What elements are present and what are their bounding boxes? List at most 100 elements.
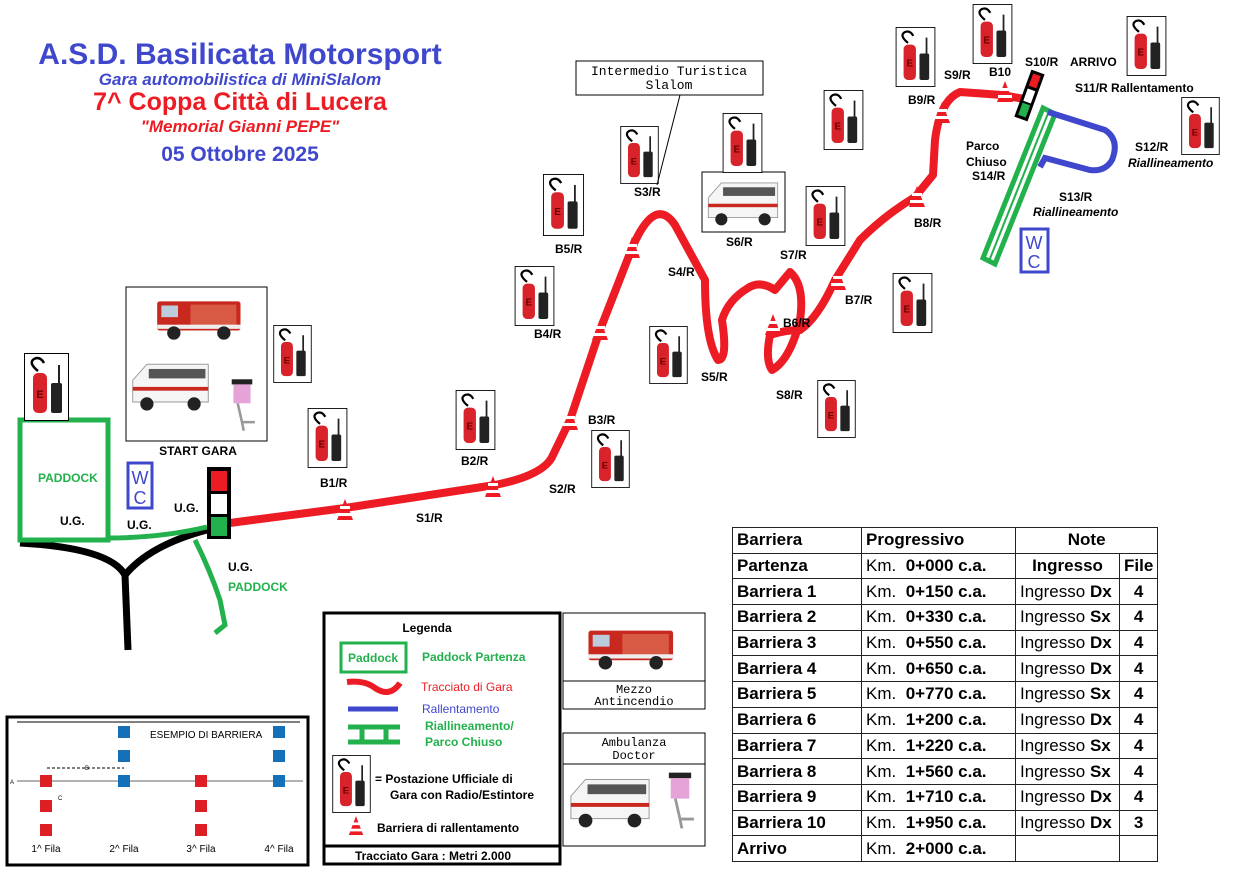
- svg-text:S1/R: S1/R: [416, 511, 443, 525]
- svg-text:S8/R: S8/R: [776, 388, 803, 402]
- svg-text:Ambulanza: Ambulanza: [602, 736, 667, 750]
- svg-text:Paddock: Paddock: [348, 651, 398, 665]
- svg-text:U.G.: U.G.: [228, 560, 253, 574]
- race-track: [221, 88, 1031, 528]
- station-icon: [822, 90, 865, 150]
- file-cell: 3: [1118, 809, 1159, 837]
- svg-text:U.G.: U.G.: [174, 501, 199, 515]
- svg-text:PADDOCK: PADDOCK: [228, 580, 288, 594]
- file-cell: 4: [1118, 655, 1159, 683]
- svg-text:S12/R: S12/R: [1135, 140, 1169, 154]
- station-icon: [542, 174, 585, 236]
- cone-icon: [765, 314, 781, 335]
- station-icon: [306, 408, 349, 468]
- station-icon: [619, 126, 660, 184]
- station-icon: [272, 325, 313, 383]
- svg-text:PADDOCK: PADDOCK: [38, 471, 98, 485]
- station-icon: [590, 430, 631, 488]
- barrier-name: Barriera 9: [732, 783, 862, 811]
- svg-text:A: A: [10, 780, 14, 786]
- svg-text:S3/R: S3/R: [634, 185, 661, 199]
- progressivo-cell: Km. 0+550 c.a.: [861, 629, 1016, 657]
- svg-text:B6/R: B6/R: [783, 316, 811, 330]
- progressivo-cell: Km. 0+000 c.a.: [861, 552, 1016, 580]
- vehicles-panel: Mezzo Antincendio Ambulanza Doctor: [562, 612, 706, 847]
- ingresso-cell: Ingresso Dx: [1015, 655, 1120, 683]
- header-barriera: Barriera: [732, 527, 862, 554]
- svg-text:B4/R: B4/R: [534, 327, 562, 341]
- svg-text:S5/R: S5/R: [701, 370, 728, 384]
- ingresso-cell: Ingresso Sx: [1015, 604, 1120, 631]
- svg-text:B10: B10: [989, 65, 1011, 79]
- svg-text:Paddock Partenza: Paddock Partenza: [422, 650, 526, 664]
- svg-text:S4/R: S4/R: [668, 265, 695, 279]
- svg-text:U.G.: U.G.: [127, 518, 152, 532]
- station-icon: [804, 186, 847, 246]
- svg-text:Riallineamento: Riallineamento: [1033, 205, 1118, 219]
- barrier-name: Barriera 4: [732, 655, 862, 683]
- file-cell: 4: [1118, 758, 1159, 785]
- svg-text:Doctor: Doctor: [612, 749, 655, 763]
- barrier-example: ESEMPIO DI BARRIERA B A C 1^ Fila 2^ Fil…: [5, 715, 310, 867]
- memorial: "Memorial Gianni PEPE": [140, 117, 340, 136]
- header-note: Note: [1014, 527, 1159, 554]
- svg-text:Antincendio: Antincendio: [594, 695, 673, 709]
- empty-cell: [1118, 835, 1159, 862]
- barrier-name: Barriera 10: [732, 809, 862, 837]
- event-title: 7^ Coppa Città di Lucera: [93, 88, 387, 116]
- header-file: File: [1118, 552, 1159, 580]
- wc-sign-2: W C: [1019, 227, 1050, 274]
- file-cell: 4: [1118, 783, 1159, 811]
- barrier-name: Arrivo: [732, 835, 862, 862]
- access-road: [19, 526, 208, 651]
- barrier-name: Barriera 3: [732, 629, 862, 657]
- org-title: A.S.D. Basilicata Motorsport: [38, 38, 442, 71]
- svg-text:Riallineamento: Riallineamento: [1128, 156, 1213, 170]
- svg-text:B: B: [85, 766, 89, 772]
- ingresso-cell: Ingresso Sx: [1015, 681, 1120, 708]
- svg-text:B1/R: B1/R: [320, 476, 348, 490]
- svg-text:W: W: [132, 468, 149, 488]
- svg-text:ARRIVO: ARRIVO: [1070, 55, 1117, 69]
- barrier-name: Barriera 8: [732, 758, 862, 785]
- progressivo-cell: Km. 1+560 c.a.: [861, 758, 1016, 785]
- svg-text:B7/R: B7/R: [845, 293, 873, 307]
- paddock-area: [17, 417, 228, 635]
- intermedio-label: Intermedio Turistica: [591, 64, 747, 79]
- ingresso-cell: Ingresso Dx: [1015, 629, 1120, 657]
- svg-text:Tracciato di Gara: Tracciato di Gara: [421, 680, 513, 694]
- svg-text:Riallineamento/: Riallineamento/: [425, 719, 514, 733]
- svg-text:S9/R: S9/R: [944, 68, 971, 82]
- station-icon: [721, 113, 764, 173]
- svg-text:C: C: [58, 796, 63, 802]
- station-icon: [513, 266, 556, 326]
- file-cell: 4: [1118, 604, 1159, 631]
- slowdown-loop: [1037, 109, 1118, 174]
- file-cell: 4: [1118, 681, 1159, 708]
- empty-cell: [1015, 835, 1120, 862]
- progressivo-cell: Km. 1+710 c.a.: [861, 783, 1016, 811]
- progressivo-cell: Km. 0+650 c.a.: [861, 655, 1016, 683]
- station-icon: [331, 755, 372, 813]
- progressivo-cell: Km. 2+000 c.a.: [861, 835, 1016, 862]
- station-icon: [891, 273, 934, 333]
- station-icon: [24, 353, 69, 421]
- ingresso-cell: Ingresso Dx: [1015, 783, 1120, 811]
- station-icon: [1125, 16, 1168, 76]
- svg-text:S6/R: S6/R: [726, 235, 753, 249]
- svg-text:S13/R: S13/R: [1059, 190, 1093, 204]
- svg-text:1^ Fila: 1^ Fila: [31, 844, 61, 855]
- barrier-name: Barriera 5: [732, 681, 862, 708]
- progressivo-cell: Km. 1+200 c.a.: [861, 706, 1016, 734]
- ingresso-cell: Ingresso Sx: [1015, 732, 1120, 760]
- svg-text:Parco Chiuso: Parco Chiuso: [425, 735, 502, 749]
- ingresso-cell: Ingresso Dx: [1015, 706, 1120, 734]
- svg-text:Chiuso: Chiuso: [966, 155, 1007, 169]
- svg-text:B2/R: B2/R: [461, 454, 489, 468]
